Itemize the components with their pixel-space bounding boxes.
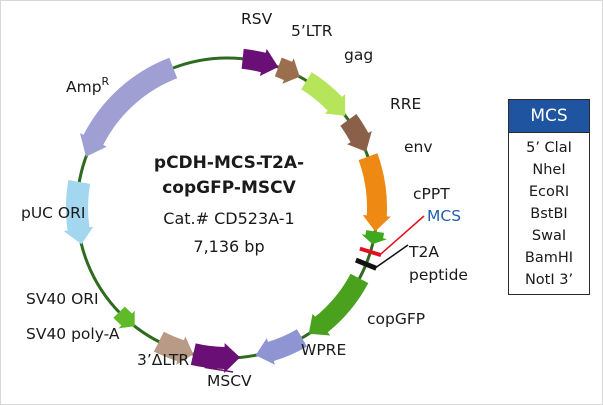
plasmid-name-line2: copGFP-MSCV: [162, 178, 296, 198]
mcs-table-header: MCS: [509, 100, 589, 133]
plasmid-size: 7,136 bp: [193, 237, 264, 256]
cppt-feature: [361, 230, 387, 245]
3-delta-ltr-feature: [153, 331, 194, 365]
wpre-label: WPRE: [301, 341, 346, 359]
mcs-site-item: EcoRI: [528, 184, 570, 200]
ampr-label: AmpR: [66, 75, 110, 96]
puc-ori-feature: [63, 180, 94, 245]
gag-label: gag: [344, 46, 373, 64]
mcs-site-item: SwaI: [531, 228, 567, 244]
t2a-marker: [354, 257, 378, 271]
mcs-site-item: BstBI: [530, 206, 568, 222]
mcs-label: MCS: [427, 207, 461, 225]
env-feature: [358, 153, 391, 232]
rre-feature: [340, 114, 372, 152]
t2a-leader-line: [374, 244, 409, 269]
plasmid-name-line1: pCDH-MCS-T2A-: [154, 153, 304, 173]
mscv-leader-line: [204, 366, 234, 373]
mcs-site-item: 5’ ClaI: [526, 140, 572, 156]
t2a-label: T2A: [408, 243, 439, 261]
copgfp-feature: [308, 273, 369, 336]
mcs-site-item: NheI: [532, 162, 566, 178]
mcs-site-item: BamHI: [524, 250, 574, 266]
mcs-site-item: NotI 3’: [524, 272, 574, 288]
copgfp-label: copGFP: [367, 310, 425, 328]
mcs-site-list: 5’ ClaI NheI EcoRI BstBI SwaI BamHI NotI…: [509, 133, 589, 294]
cppt-label: cPPT: [413, 185, 450, 203]
mscv-label: MSCV: [207, 372, 252, 390]
rre-label: RRE: [390, 95, 421, 113]
5-ltr-label: 5’LTR: [291, 22, 333, 40]
mscv-feature: [190, 343, 241, 373]
catalog-number: Cat.# CD523A-1: [163, 209, 294, 228]
mcs-site-table: MCS 5’ ClaI NheI EcoRI BstBI SwaI BamHI …: [508, 99, 590, 295]
sv40-polya-label: SV40 poly-A: [26, 325, 120, 343]
rsv-feature: [241, 48, 279, 76]
wpre-feature: [255, 329, 307, 365]
t2a-peptide-label: peptide: [409, 266, 468, 284]
mcs-leader-line: [379, 215, 425, 256]
env-label: env: [404, 138, 433, 156]
5-ltr-feature: [274, 57, 300, 84]
puc-ori-label: pUC ORI: [21, 204, 85, 222]
3-delta-ltr-label: 3’ΔLTR: [137, 351, 189, 369]
ampr-feature: [80, 57, 178, 157]
sv40-ori-label: SV40 ORI: [26, 290, 99, 308]
mcs-marker: [359, 246, 382, 258]
rsv-label: RSV: [241, 10, 273, 28]
gag-feature: [301, 72, 346, 116]
sv40-ori-feature: [113, 306, 135, 329]
